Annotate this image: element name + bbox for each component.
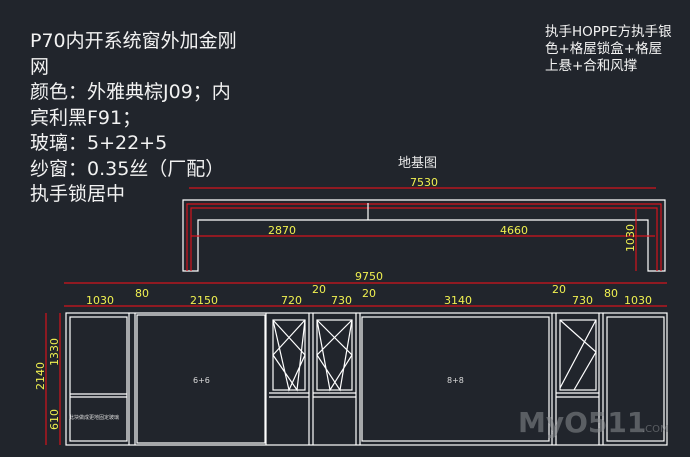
- total-width-dim: 9750: [355, 270, 383, 283]
- panel-fixed-right: [606, 316, 665, 442]
- mullion-left: [70, 313, 136, 445]
- panel-fixed-2150: [136, 314, 266, 444]
- dim-1330: 1330: [48, 338, 61, 366]
- dim-610: 610: [48, 409, 61, 430]
- dim-730-a: 730: [331, 294, 352, 307]
- spec-note: P70内开系统窗外加金刚 网 颜色：外雅典棕J09；内 宾利黑F91； 玻璃：5…: [30, 30, 237, 205]
- plan-right-dim: 4660: [500, 224, 528, 237]
- casement-lines-720: [269, 319, 309, 398]
- dim-2140: 2140: [34, 362, 47, 390]
- panel-note: 此块做成更地固定玻璃: [69, 414, 119, 421]
- dim-1030-right: 1030: [624, 294, 652, 307]
- dim-80-right: 80: [604, 287, 618, 300]
- elevation-dimensions: 9750 1030 80 2150 720 20 730 20 3140 20 …: [34, 270, 667, 445]
- plan-title: 地基图: [398, 156, 437, 171]
- dim-20-c: 20: [552, 283, 566, 296]
- dim-2150: 2150: [190, 294, 218, 307]
- mullions: [265, 313, 604, 445]
- plan-left-dim: 2870: [268, 224, 296, 237]
- dim-80-left: 80: [135, 287, 149, 300]
- dim-720: 720: [281, 294, 302, 307]
- dim-1030-left: 1030: [86, 294, 114, 307]
- casement-lines-730-a: [313, 319, 356, 398]
- plan-outline: [182, 199, 666, 272]
- hardware-note: 执手HOPPE方执手银 色+格屋锁盒+格屋 上悬+合和风撑: [545, 24, 672, 74]
- casement-lines-730-b: [556, 319, 599, 398]
- panel-fixed-3140: [361, 316, 550, 442]
- plan-total-dim: 7530: [410, 176, 438, 189]
- panel-fixed-left: [69, 316, 128, 442]
- plan-centerline: [186, 203, 662, 271]
- glass-spec-right: 8+8: [447, 376, 464, 385]
- window-elevation: 此块做成更地固定玻璃 6+6 8+8: [65, 312, 668, 446]
- dim-20-b: 20: [362, 287, 376, 300]
- dim-3140: 3140: [444, 294, 472, 307]
- plan-view: 地基图 7530 2870 4660 1030: [182, 156, 666, 272]
- sash-730-a: [316, 319, 353, 391]
- glass-spec-left: 6+6: [193, 376, 210, 385]
- sash-720: [272, 319, 306, 391]
- watermark-logo-com: .COM: [642, 424, 669, 435]
- dim-20-a: 20: [312, 283, 326, 296]
- plan-depth-dim: 1030: [624, 224, 637, 252]
- watermark-logo: MyO511: [518, 406, 646, 439]
- outer-frame: [65, 312, 668, 446]
- dim-730-b: 730: [572, 294, 593, 307]
- sash-730-b: [559, 319, 597, 391]
